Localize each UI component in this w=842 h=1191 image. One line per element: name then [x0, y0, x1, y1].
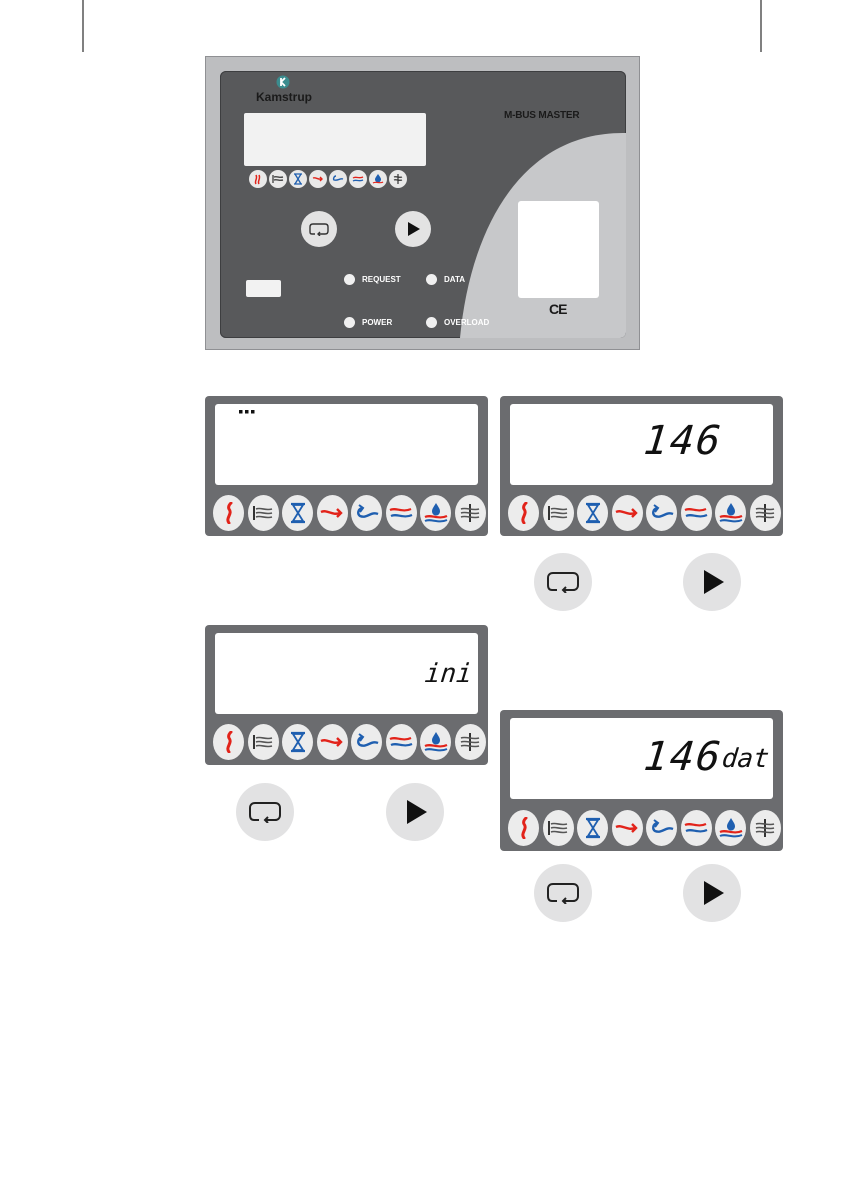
lcd-3: ini	[215, 633, 478, 714]
arrow-button-4[interactable]	[683, 864, 741, 922]
forward-return-icon	[386, 724, 417, 760]
flow-icon	[269, 170, 287, 188]
forward-return-icon	[681, 495, 712, 531]
request-led	[344, 274, 355, 285]
forward-pipe-icon	[309, 170, 327, 188]
lcd-1	[215, 404, 478, 485]
cooling-icon	[455, 724, 486, 760]
loop-icon	[309, 222, 329, 236]
icon-row-4	[508, 810, 781, 846]
flow-icon	[543, 810, 574, 846]
panel-icon-row	[249, 170, 407, 188]
data-label: DATA	[444, 275, 465, 284]
crop-mark-top-left	[0, 0, 90, 60]
forward-pipe-icon	[612, 495, 643, 531]
cooling-icon	[389, 170, 407, 188]
hourglass-icon	[577, 495, 608, 531]
heat-icon	[213, 495, 244, 531]
arrow-button-3[interactable]	[386, 783, 444, 841]
cooling-icon	[455, 495, 486, 531]
data-led	[426, 274, 437, 285]
forward-pipe-icon	[612, 810, 643, 846]
return-pipe-icon	[351, 724, 382, 760]
return-pipe-icon	[351, 495, 382, 531]
heat-icon	[213, 724, 244, 760]
crop-mark-top-right	[752, 0, 842, 60]
ce-mark: CE	[549, 301, 566, 317]
forward-pipe-icon	[317, 724, 348, 760]
forward-return-icon	[681, 810, 712, 846]
arrow-button-2[interactable]	[683, 553, 741, 611]
panel-small-window	[246, 280, 281, 297]
play-arrow-icon	[699, 569, 725, 595]
return-pipe-icon	[646, 810, 677, 846]
play-arrow-icon	[699, 880, 725, 906]
loop-icon	[249, 801, 281, 823]
lcd-2: 146	[510, 404, 773, 485]
cooling-icon	[750, 495, 781, 531]
loop-button-2[interactable]	[534, 553, 592, 611]
loop-button-3[interactable]	[236, 783, 294, 841]
lcd-4-text: 146	[642, 734, 725, 780]
icon-row-2	[508, 495, 781, 531]
forward-return-icon	[386, 495, 417, 531]
heat-icon	[508, 495, 539, 531]
forward-return-icon	[349, 170, 367, 188]
kamstrup-logo-icon	[276, 74, 290, 90]
lcd-4: 146 dat	[510, 718, 773, 799]
heat-icon	[508, 810, 539, 846]
water-drop-icon	[715, 810, 746, 846]
return-pipe-icon	[329, 170, 347, 188]
return-pipe-icon	[646, 495, 677, 531]
hourglass-icon	[289, 170, 307, 188]
display-screen-1	[205, 396, 488, 536]
water-drop-icon	[420, 724, 451, 760]
cooling-icon	[750, 810, 781, 846]
flow-icon	[248, 495, 279, 531]
power-led	[344, 317, 355, 328]
power-label: POWER	[362, 318, 392, 327]
lcd-dots-indicator	[239, 409, 259, 415]
water-drop-icon	[715, 495, 746, 531]
lcd-3-text: ini	[423, 659, 473, 689]
hourglass-icon	[282, 495, 313, 531]
hourglass-icon	[282, 724, 313, 760]
flow-icon	[543, 495, 574, 531]
panel-arrow-button[interactable]	[395, 211, 431, 247]
forward-pipe-icon	[317, 495, 348, 531]
water-drop-icon	[369, 170, 387, 188]
panel-display	[244, 113, 426, 166]
hourglass-icon	[577, 810, 608, 846]
overload-led	[426, 317, 437, 328]
overload-label: OVERLOAD	[444, 318, 489, 327]
lcd-2-text: 146	[642, 418, 725, 464]
panel-title: M-BUS MASTER	[504, 110, 579, 121]
icon-row-3	[213, 724, 486, 760]
display-screen-3: ini	[205, 625, 488, 765]
panel-loop-button[interactable]	[301, 211, 337, 247]
display-screen-4: 146 dat	[500, 710, 783, 851]
flow-icon	[248, 724, 279, 760]
play-arrow-icon	[405, 221, 421, 237]
request-label: REQUEST	[362, 275, 401, 284]
loop-icon	[547, 571, 579, 593]
play-arrow-icon	[402, 799, 428, 825]
label-window	[518, 201, 599, 298]
icon-row-1	[213, 495, 486, 531]
loop-button-4[interactable]	[534, 864, 592, 922]
lcd-4-suffix: dat	[720, 744, 770, 774]
display-screen-2: 146	[500, 396, 783, 536]
water-drop-icon	[420, 495, 451, 531]
loop-icon	[547, 882, 579, 904]
heat-icon	[249, 170, 267, 188]
brand-name: Kamstrup	[256, 90, 312, 104]
